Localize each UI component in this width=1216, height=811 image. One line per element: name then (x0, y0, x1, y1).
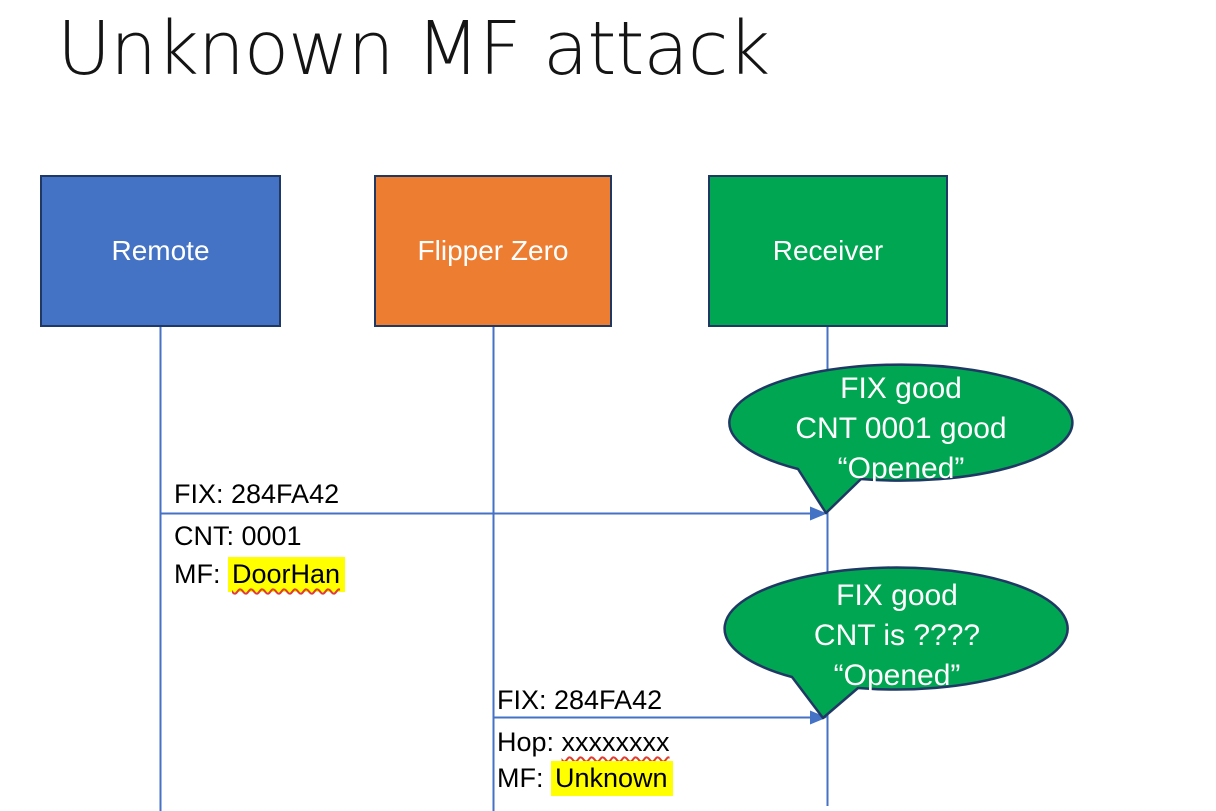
actor-label-receiver: Receiver (772, 235, 884, 266)
message-2-line-2: Hop: xxxxxxxx (497, 726, 670, 758)
message-1-line-1: FIX: 284FA42 (174, 479, 340, 509)
message-2-line-3: MF: Unknown (497, 761, 673, 796)
bubble-2-line-2: CNT is ???? (813, 619, 981, 652)
speech-bubble-2-text: FIX good CNT is ???? “Opened” (722, 576, 1072, 696)
actor-label-remote: Remote (111, 235, 210, 266)
message-2-line-2-prefix: Hop: (497, 727, 562, 757)
actor-box-flipper-zero: Flipper Zero (374, 175, 612, 327)
bubble-2-line-1: FIX good (836, 579, 958, 612)
message-2-line-3-prefix: MF: (497, 763, 551, 793)
bubble-1-line-2: CNT 0001 good (795, 412, 1007, 445)
speech-bubble-1: FIX good CNT 0001 good “Opened” (726, 362, 1076, 518)
message-2-line-1: FIX: 284FA42 (497, 685, 663, 715)
bubble-1-line-1: FIX good (840, 372, 962, 405)
bubble-1-line-3: “Opened” (837, 452, 965, 485)
actor-label-flipper-zero: Flipper Zero (417, 235, 569, 266)
speech-bubble-2-shape (723, 566, 1069, 720)
actor-box-receiver: Receiver (708, 175, 948, 327)
speech-bubble-1-shape (728, 363, 1074, 515)
speech-bubble-1-text: FIX good CNT 0001 good “Opened” (726, 369, 1076, 489)
message-1-highlighted-value: DoorHan (228, 557, 346, 592)
message-2-highlighted-value: Unknown (551, 761, 673, 796)
message-2-hop-value: xxxxxxxx (561, 727, 670, 757)
page-title: Unknown MF attack (57, 6, 770, 92)
speech-bubble-1-outline (728, 363, 1074, 515)
message-1-line-2: CNT: 0001 (174, 521, 302, 551)
speech-bubble-2: FIX good CNT is ???? “Opened” (722, 564, 1072, 722)
actor-box-remote: Remote (40, 175, 281, 327)
speech-bubble-2-outline (723, 566, 1069, 720)
bubble-2-line-3: “Opened” (833, 659, 961, 692)
message-1-line-3: MF: DoorHan (174, 557, 346, 592)
message-1-line-3-prefix: MF: (174, 559, 228, 589)
